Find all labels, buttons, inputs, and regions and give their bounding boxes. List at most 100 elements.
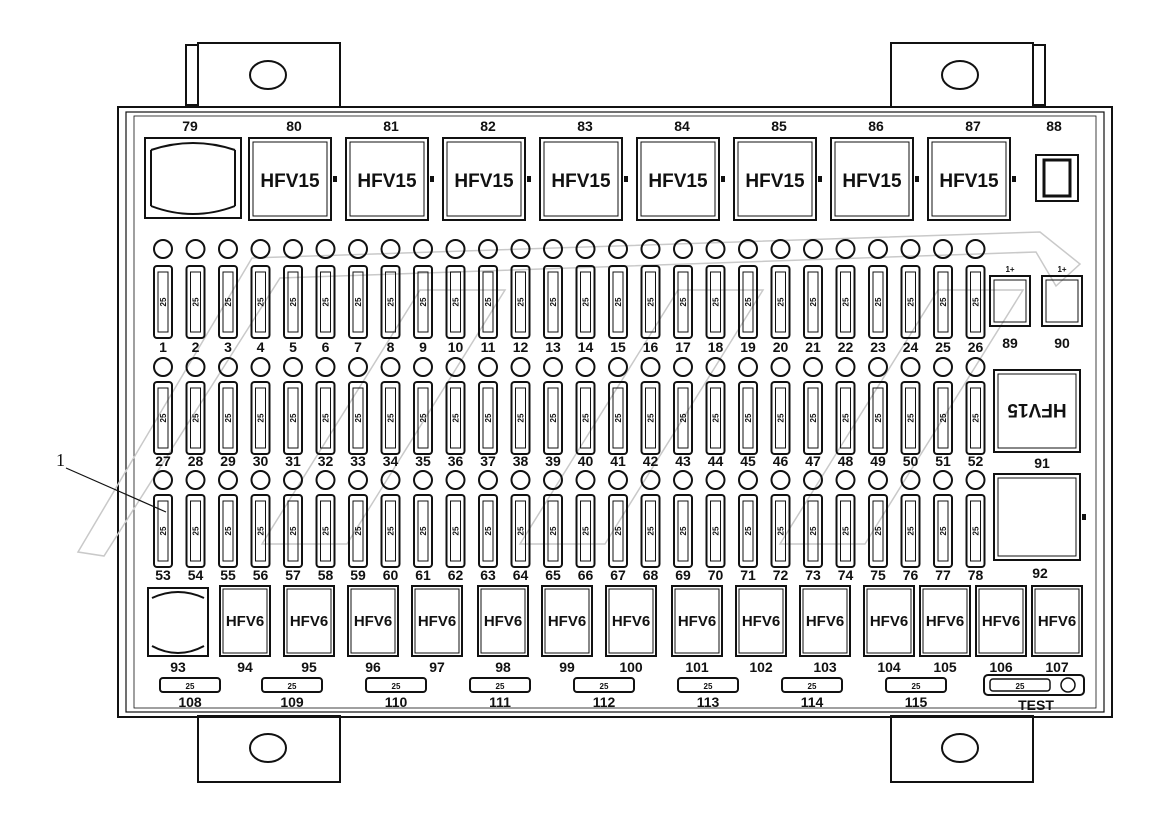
fuse-rating: 25 [679,413,688,422]
fuse-number: 17 [675,339,691,355]
relay-number: 88 [1046,118,1062,134]
fuse-slot: 25 [510,470,531,568]
test-label: TEST [1018,697,1054,713]
fuse-number: 30 [253,453,269,469]
fuse-slot: 25 [738,357,758,455]
fuse-rating: 25 [712,297,721,306]
fuse-slot: 25 [575,239,596,339]
fuse-slot: 25 [673,357,693,455]
fuse-rating: 25 [907,413,916,422]
fuse-rating: 25 [224,526,233,535]
fuse-slot: 25 [543,357,563,455]
fuse-number: 77 [935,567,951,583]
relay-hfv15 [345,137,434,221]
fuse-slot: 25 [413,470,433,568]
relay-hfv6 [219,585,271,657]
fuse-number: 5 [289,339,297,355]
fuse-number: 64 [513,567,529,583]
fuse-rating: 25 [939,526,948,535]
relay-hfv6 [863,585,915,657]
relay-blank-93 [147,587,209,657]
fuse-number: 53 [155,567,171,583]
relay-number: 106 [989,659,1013,675]
fuse-slot: 25 [315,239,336,339]
fuse-number: 24 [903,339,919,355]
fuse-rating: 25 [874,413,883,422]
fuse-slot: 25 [770,239,791,339]
fuse-number: 75 [870,567,886,583]
relay-hfv6 [975,585,1027,657]
fuse-slot: 25 [933,239,953,339]
relay-label: HFV15 [454,171,514,192]
fuse-slot: 25 [868,357,888,455]
mounting-tab-top-left [185,42,341,108]
fuse-rating: 25 [744,413,753,422]
fuse-number: 62 [448,567,464,583]
relay-number: 100 [619,659,643,675]
fuse-number: 27 [155,453,171,469]
fuse-slot: 25 [835,239,856,339]
fuse-slot: 25 [868,470,888,568]
fuse-number: 73 [805,567,821,583]
fuse-number: 9 [419,339,427,355]
fuse-number: 26 [968,339,984,355]
relay-number: 84 [674,118,690,134]
fuse-number: 50 [903,453,919,469]
fuse-slot: 25 [478,357,498,455]
fuse-slot: 25 [445,470,466,568]
fuse-number: 71 [740,567,756,583]
fuse-number: 60 [383,567,399,583]
relay-label: HFV6 [982,613,1020,630]
relay-number: 94 [237,659,253,675]
fuse-slot: 25 [933,357,953,455]
fuse-slot: 25 [900,470,921,568]
fuse-slot: 25 [868,239,888,339]
relay-label: HFV6 [926,613,964,630]
fuse-number: 63 [480,567,496,583]
fuse-number: 42 [643,453,659,469]
bottom-fuse [781,677,843,693]
fuse-slot: 25 [835,470,856,568]
fuse-rating: 25 [874,526,883,535]
relay-hfv15 [539,137,628,221]
fuse-rating: 25 [159,413,168,422]
relay-small-88 [1035,154,1079,202]
fuse-rating: 25 [712,526,721,535]
relay-hfv15 [636,137,725,221]
fuse-slot: 25 [673,239,693,339]
fuse-number: 28 [188,453,204,469]
relay-number: 86 [868,118,884,134]
fuse-slot: 25 [218,357,238,455]
fuse-rating: 25 [159,297,168,306]
fuse-number: 74 [838,567,854,583]
fuse-number: 44 [708,453,724,469]
fuse-number: 59 [350,567,366,583]
bottom-fuse [365,677,427,693]
relay-label: HFV15 [1007,399,1067,420]
relay-label: HFV15 [260,171,320,192]
relay-label: HFV15 [648,171,708,192]
fuse-slot: 25 [640,357,661,455]
fuse-rating: 25 [647,297,656,306]
fuse-number: 66 [578,567,594,583]
fuse-slot: 25 [315,357,336,455]
relay-number: 79 [182,118,198,134]
fuse-number: 111 [489,694,511,710]
fuse-slot: 25 [348,470,368,568]
fuse-number: 43 [675,453,691,469]
relay-number: 81 [383,118,399,134]
fuse-number: 51 [935,453,951,469]
fuse-slot: 25 [640,470,661,568]
fuse-slot: 25 [510,239,531,339]
relay-hfv6 [671,585,723,657]
fuse-slot: 25 [315,470,336,568]
bottom-fuse [261,677,323,693]
fuse-slot: 25 [543,239,563,339]
bottom-fuse [885,677,947,693]
fuse-rating: 25 [777,413,786,422]
fuse-number: 112 [593,694,616,710]
bottom-fuse [159,677,221,693]
fuse-slot: 25 [705,239,726,339]
bottom-fuse [677,677,739,693]
fuse-number: 36 [448,453,464,469]
